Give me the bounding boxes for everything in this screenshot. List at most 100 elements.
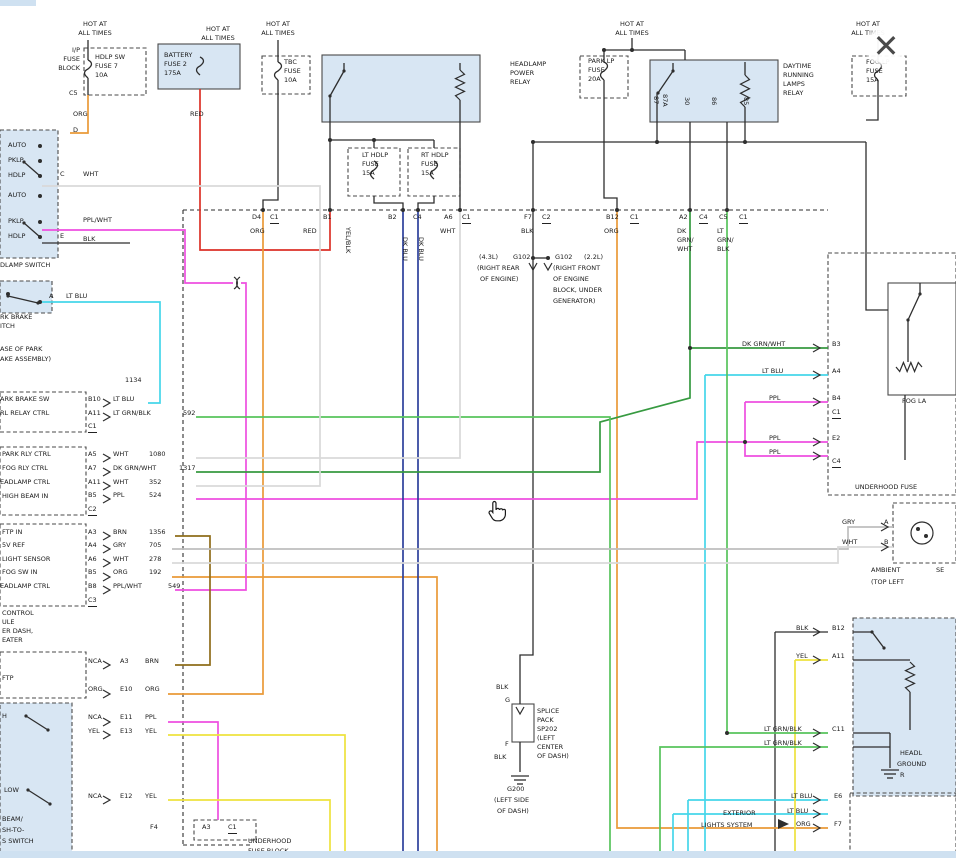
wire-org <box>616 210 828 829</box>
connector-arrow-icon <box>812 655 822 665</box>
switch-contact <box>7 295 39 304</box>
connector-arrow-icon <box>102 453 112 463</box>
diagram-label: B4 <box>832 394 841 402</box>
diagram-label: C1 <box>88 422 97 434</box>
close-button[interactable]: ✕ <box>864 24 908 68</box>
connector-arrow-icon <box>880 542 890 552</box>
diagram-label: C1 <box>228 823 237 835</box>
ui-strip-bottom <box>0 851 956 858</box>
diagram-label: E10 <box>120 685 133 693</box>
diagram-label: A6 <box>88 555 97 563</box>
diagram-label: C4 <box>699 213 708 225</box>
diagram-label: A5 <box>88 450 97 458</box>
junction-dot <box>743 140 747 144</box>
diagram-label: PARK RLY CTRL <box>2 450 51 458</box>
diagram-label: A2 <box>679 213 688 221</box>
diagram-label: 192 <box>149 568 162 576</box>
diagram-label: B10 <box>88 395 101 403</box>
connector-arrow-icon <box>102 544 112 554</box>
diagram-label: ULE <box>2 618 15 626</box>
diagram-label: PPL <box>769 434 781 442</box>
junction-dot <box>615 208 619 212</box>
diagram-label: HEADLAMP POWER RELAY <box>510 60 547 87</box>
component-box <box>0 129 59 259</box>
diagram-label: C11 <box>832 725 845 733</box>
diagram-label: LT BLU <box>113 395 135 403</box>
diagram-label: AUTO <box>8 191 27 199</box>
diagram-label: G200 <box>507 785 525 793</box>
fuse-icon <box>599 61 609 81</box>
diagram-label: A11 <box>88 409 101 417</box>
diagram-label: B8 <box>88 582 97 590</box>
diagram-label: OF ENGINE) <box>480 275 519 283</box>
switch-contact <box>907 293 921 321</box>
diagram-label: D4 <box>252 213 262 221</box>
switch-pin <box>6 294 10 298</box>
switch-pin <box>38 174 42 178</box>
diagram-label: LIGHT SENSOR <box>2 555 51 563</box>
wire-yel <box>168 799 331 858</box>
connector-arrow-icon <box>102 689 112 699</box>
diagram-label: BEAM/ <box>2 815 23 823</box>
switch-pin <box>46 728 50 732</box>
connector-arrow-icon <box>102 494 112 504</box>
diagram-label: (RIGHT FRONT <box>553 264 601 272</box>
wire-org <box>70 95 89 134</box>
diagram-label: WHT <box>83 170 99 178</box>
connector-arrow-icon <box>528 262 538 272</box>
diagram-label: LT BLU <box>787 807 809 815</box>
diagram-label: LT GRN/BLK <box>764 739 802 747</box>
wire-mag <box>42 229 233 284</box>
junction-dot <box>924 534 928 538</box>
diagram-label: DK GRN/WHT <box>113 464 157 472</box>
switch-pin <box>906 318 910 322</box>
connector-arrow-icon <box>102 398 112 408</box>
diagram-label: RED <box>303 227 317 235</box>
diagram-label: C1 <box>630 213 639 225</box>
connector-arrow-icon <box>812 627 822 637</box>
diagram-label: SPLICE PACK SP202 (LEFT CENTER OF DASH) <box>537 707 569 761</box>
component-box <box>852 617 956 797</box>
connector-arrow-icon <box>102 467 112 477</box>
diagram-label: 87 <box>652 96 660 105</box>
diagram-label: B1 <box>323 213 332 221</box>
diagram-label: NCA <box>88 792 102 800</box>
wire-mag <box>196 441 828 500</box>
diagram-label: A11 <box>88 478 101 486</box>
diagram-label: EADLAMP CTRL <box>0 478 51 486</box>
component-box <box>0 391 87 433</box>
diagram-label: PPL <box>769 448 781 456</box>
wire-blk <box>519 210 534 704</box>
diagram-label: DK GRN/ WHT <box>677 227 694 254</box>
wire-wht <box>196 210 461 459</box>
diagram-label: DK BLU <box>417 237 425 261</box>
diagram-label: C5 <box>69 89 78 97</box>
junction-dot <box>328 208 332 212</box>
switch-pin <box>26 788 30 792</box>
connector-arrow-icon <box>102 795 112 805</box>
diagram-label: E2 <box>832 434 841 442</box>
wire-blk <box>603 80 618 210</box>
diagram-label: DK BLU <box>401 237 409 261</box>
connector-arrow-icon <box>102 572 112 582</box>
diagram-label: C1 <box>270 213 279 225</box>
diagram-label: E <box>60 232 65 240</box>
diagram-label: ARK BRAKE SW <box>0 395 50 403</box>
wire-blk <box>865 142 888 311</box>
junction-dot <box>655 140 659 144</box>
relay-coil-icon <box>904 661 916 693</box>
component-box <box>261 55 311 95</box>
diagram-label: FTP <box>2 674 14 682</box>
component-box <box>649 59 779 123</box>
junction-dot <box>401 208 405 212</box>
diagram-label: 87A <box>661 94 669 107</box>
diagram-label: ORG <box>73 110 88 118</box>
component-box <box>0 651 87 699</box>
diagram-label: BRN <box>113 528 127 536</box>
diagram-label: HOT AT ALL TIMES <box>201 25 235 43</box>
diagram-label: S SWITCH <box>2 837 34 845</box>
component-box <box>83 47 147 96</box>
connector-arrow-icon <box>102 730 112 740</box>
diagram-label: ORG <box>796 820 811 828</box>
